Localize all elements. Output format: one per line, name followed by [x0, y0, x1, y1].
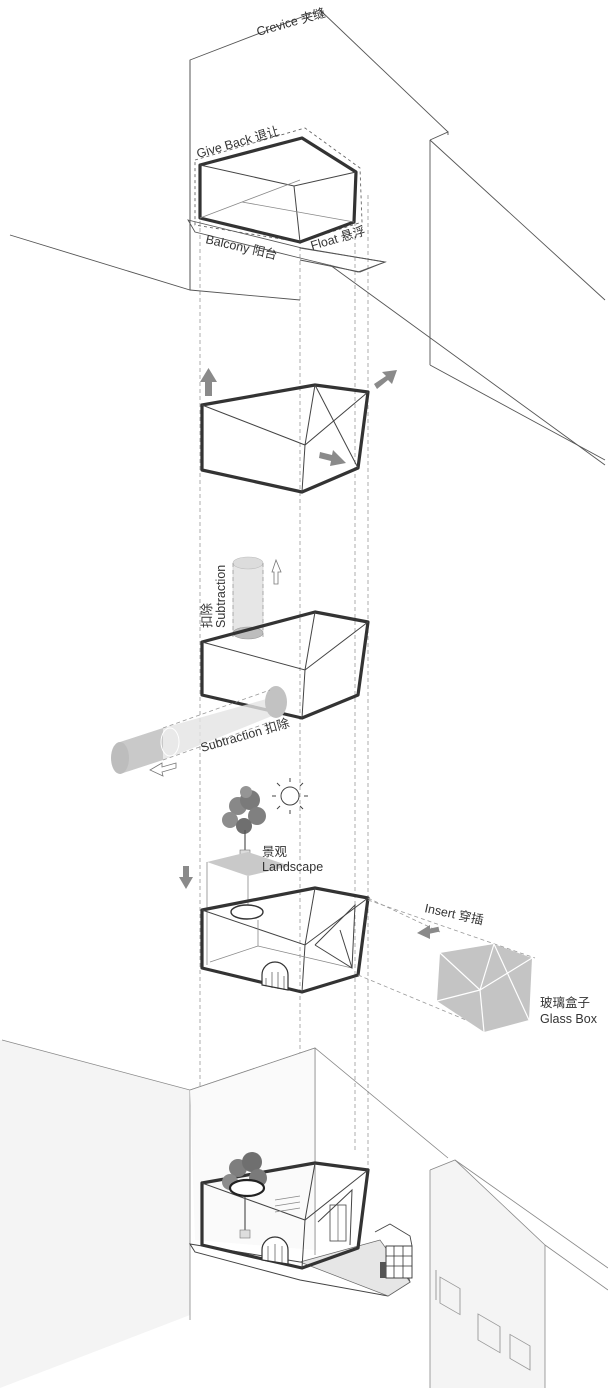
landscape-cn-label: 景观: [262, 845, 288, 859]
arrow-up-icon: [200, 368, 217, 396]
landscape-en-label: Landscape: [262, 860, 323, 874]
hollow-arrow-left-icon: [149, 762, 177, 777]
balcony-label: Balcony 阳台: [204, 231, 278, 262]
glass-box-cn-label: 玻璃盒子: [540, 995, 590, 1010]
guide-lines: [199, 195, 369, 1190]
site-crevice-stage: Crevice 夹缝 Give Back 退让 Balcony 阳台 Float…: [9, 5, 606, 466]
arrow-down-icon: [179, 866, 193, 889]
insert-label: Insert 穿插: [423, 900, 485, 927]
arrow-right-icon: [319, 450, 346, 466]
arrow-diagonal-icon: [374, 370, 397, 389]
arrow-left-icon: [417, 925, 440, 939]
sun-icon: [272, 778, 308, 814]
glass-box-en-label: Glass Box: [540, 1012, 598, 1026]
subtraction-vertical-en-label: Subtraction: [214, 565, 228, 628]
crevice-label: Crevice 夹缝: [255, 5, 327, 39]
final-assembly-stage: [0, 1039, 608, 1388]
landscape-insert-stage: 景观 Landscape Insert 穿插 玻璃盒子 Glass Box: [179, 778, 598, 1033]
tree-icon: [222, 786, 266, 859]
hollow-arrow-up-icon: [271, 558, 282, 585]
massing-deformation-stage: [200, 368, 397, 494]
subtraction-stage: Subtraction 扣除 Subtraction 扣除: [111, 556, 370, 777]
subtraction-vertical-cn-label: 扣除: [199, 602, 214, 628]
